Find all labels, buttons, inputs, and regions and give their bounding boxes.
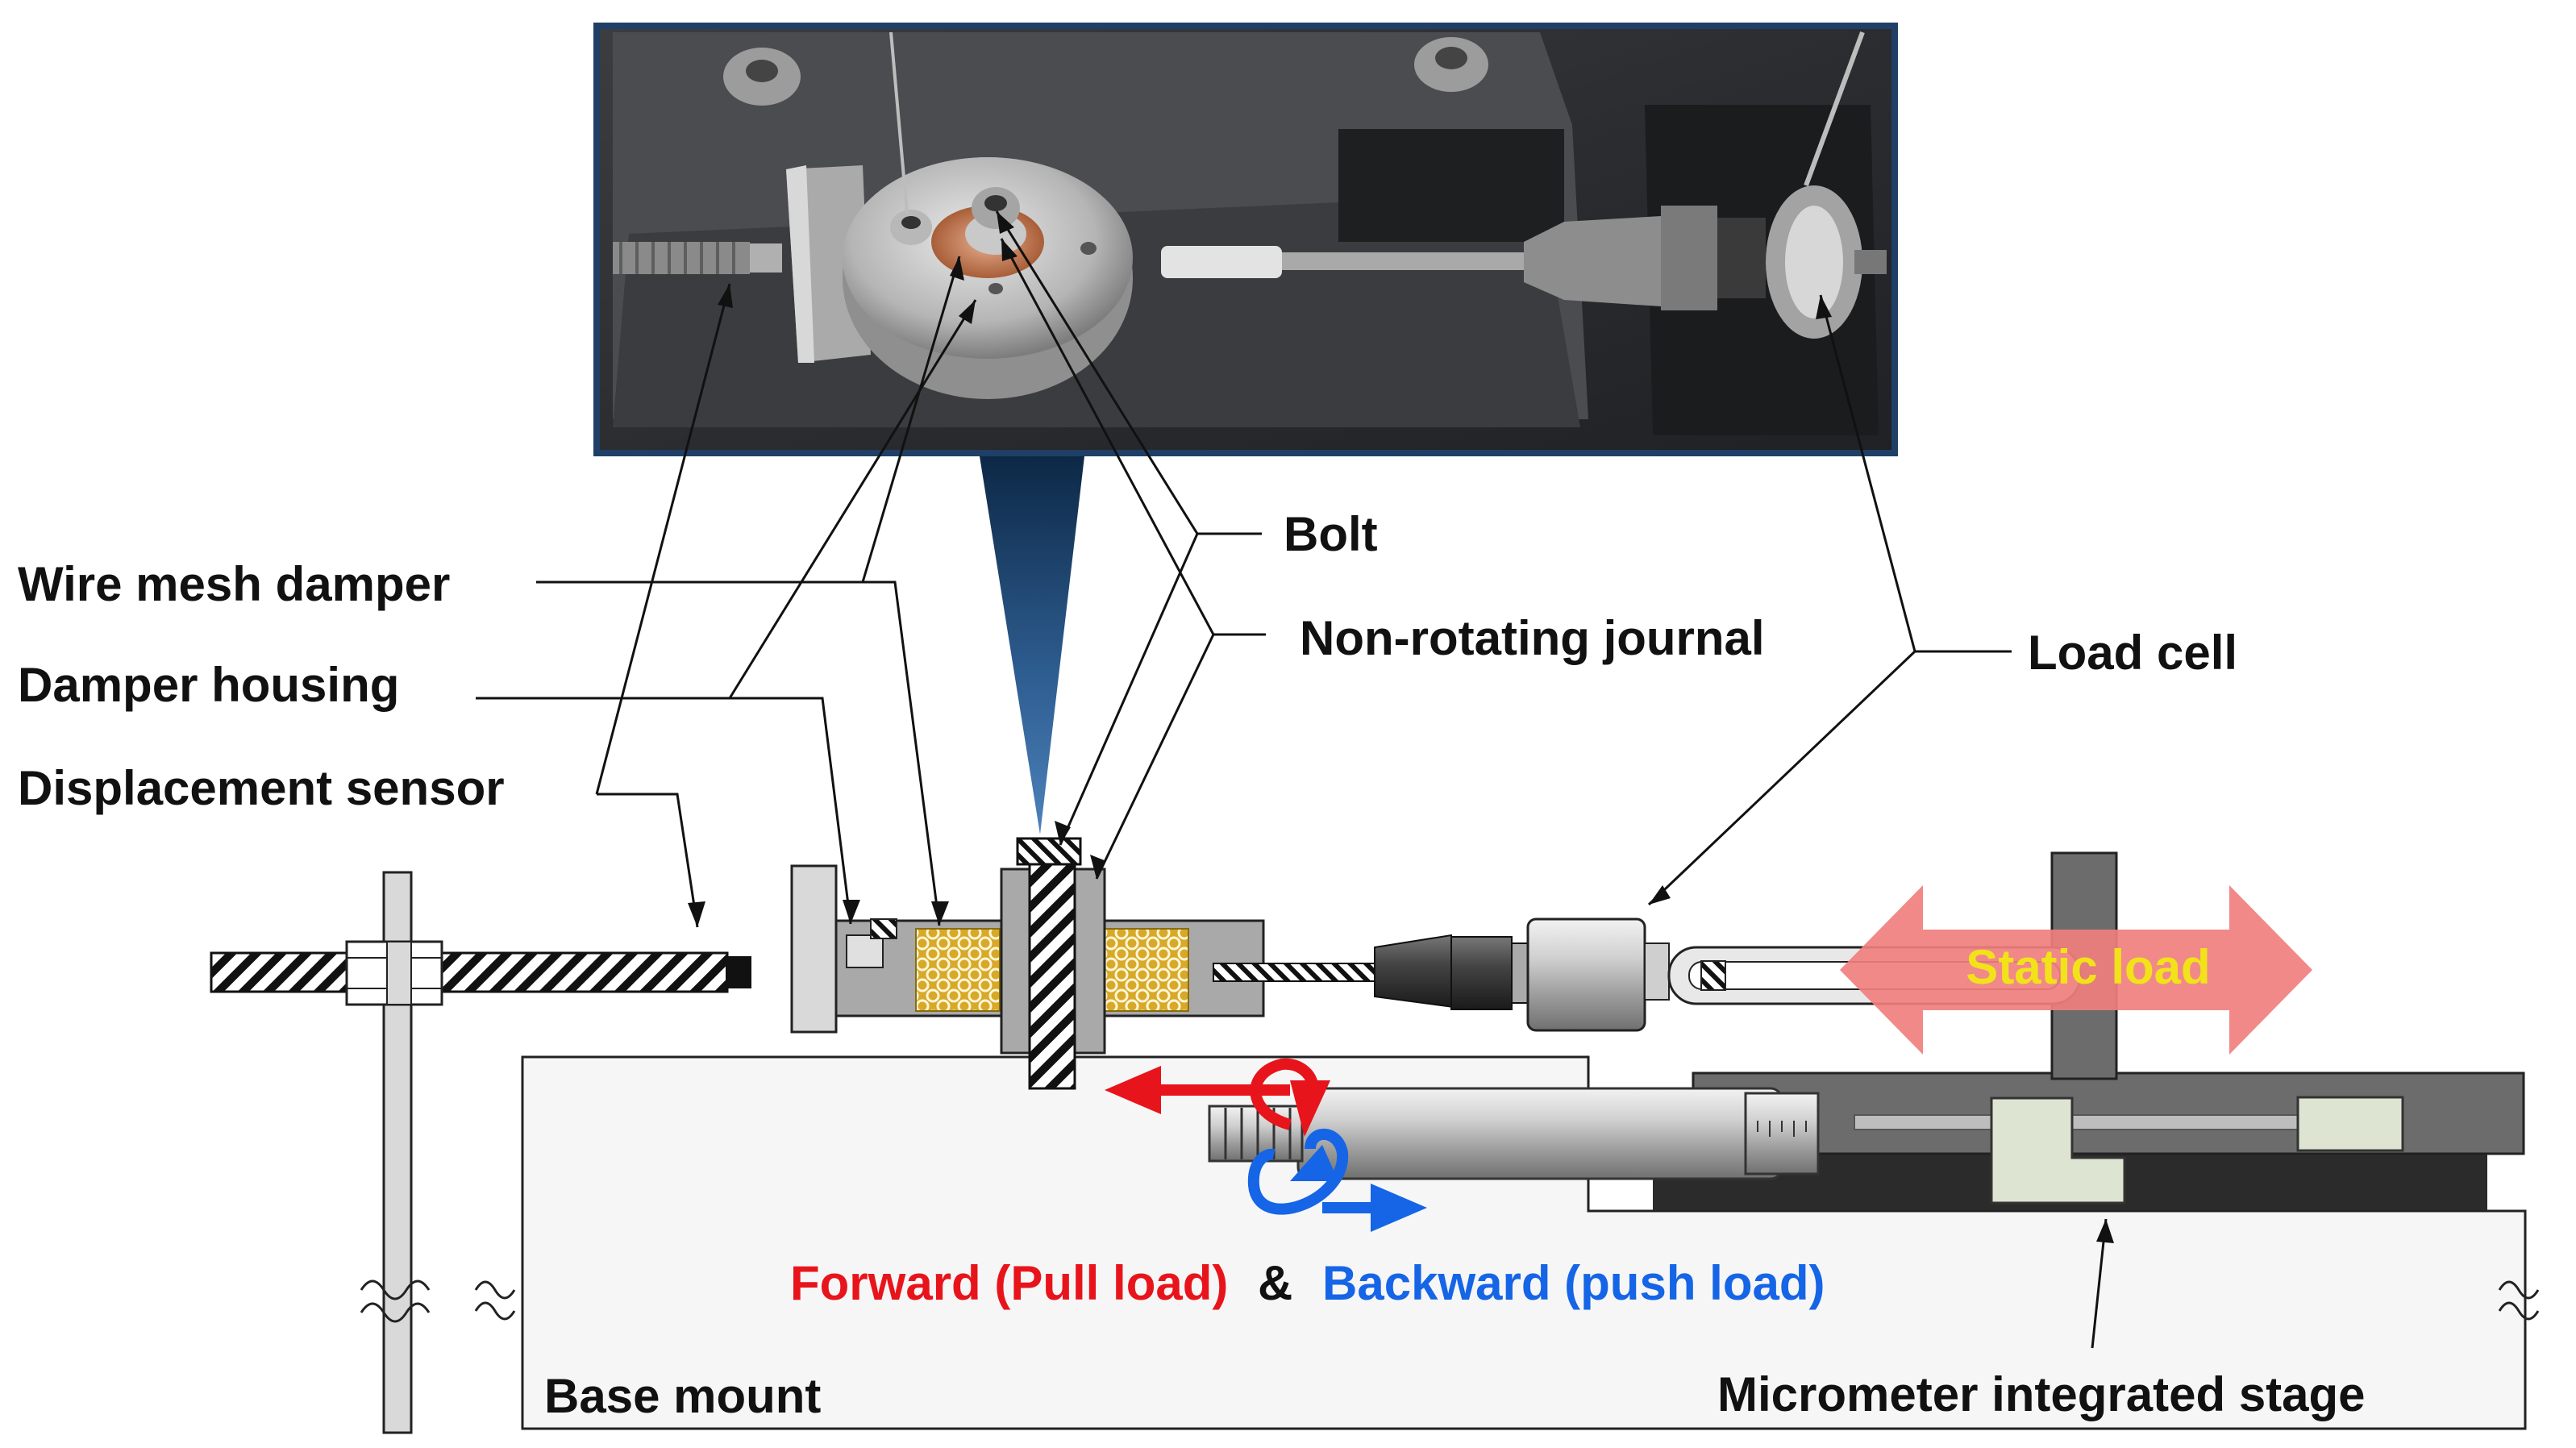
static-load-label: Static load	[1966, 940, 2210, 994]
journal-label: Non-rotating journal	[1300, 611, 1765, 665]
static-load-arrow	[1840, 885, 2312, 1055]
sensor-label: Displacement sensor	[18, 761, 505, 815]
plate-bolt-icon	[723, 37, 1488, 106]
leader-lines	[476, 210, 2108, 1349]
zoom-beam	[980, 456, 1084, 834]
housing-label: Damper housing	[18, 658, 399, 712]
stage-label: Micrometer integrated stage	[1717, 1367, 2366, 1421]
wire-mesh-label: Wire mesh damper	[18, 557, 450, 611]
micrometer-barrel	[1208, 1087, 1820, 1180]
backward-label: Backward (push load)	[1322, 1256, 1825, 1310]
displacement-sensor	[210, 871, 751, 1434]
photo-inset	[593, 23, 1898, 456]
base-mount-label: Base mount	[544, 1369, 821, 1423]
forward-arrow	[1105, 1058, 1330, 1137]
forward-label: Forward (Pull load)	[790, 1256, 1228, 1310]
backward-arrow	[1247, 1128, 1427, 1232]
bolt-label: Bolt	[1284, 507, 1378, 561]
direction-caption: Forward (Pull load) & Backward (push loa…	[790, 1256, 1825, 1310]
load-cell-label: Load cell	[2028, 626, 2237, 680]
leader-arrowheads	[688, 211, 2114, 1243]
amp-label: &	[1258, 1256, 1292, 1310]
micrometer-stage	[1653, 851, 2525, 1210]
base-mount	[474, 1055, 2540, 1430]
